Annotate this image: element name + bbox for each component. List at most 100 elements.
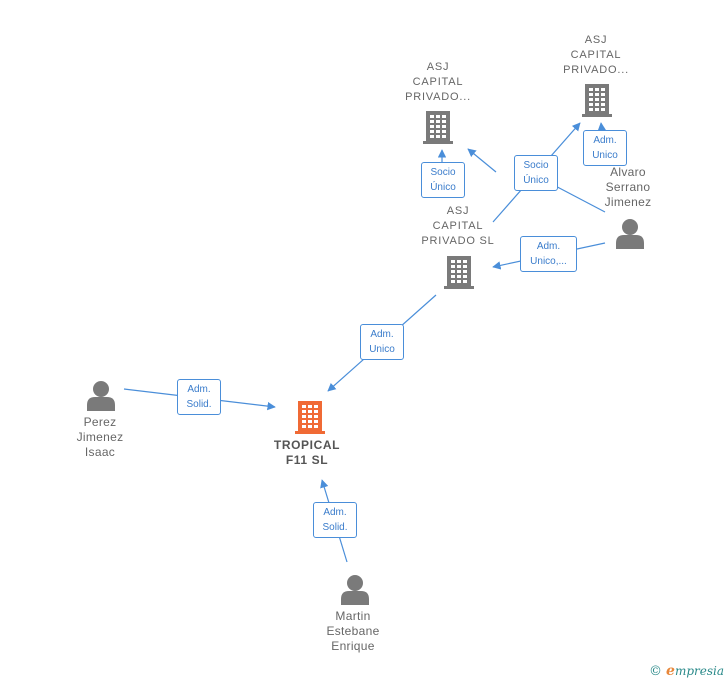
person-head: [347, 575, 363, 591]
node-asj-top-right-label[interactable]: ASJ CAPITAL PRIVADO...: [553, 33, 639, 78]
building-window: [595, 103, 599, 106]
brand-initial: e: [666, 663, 675, 679]
building-window: [308, 405, 312, 408]
edge-label-socio-unico-right[interactable]: Socio Único: [514, 155, 558, 191]
node-label-line: Enrique: [331, 639, 375, 653]
building-window: [442, 115, 446, 118]
building-window: [302, 415, 306, 418]
building-window: [302, 410, 306, 413]
node-martin-label[interactable]: Martin Estebane Enrique: [314, 609, 392, 654]
edge-label-line: Adm.: [593, 135, 617, 146]
building-window: [451, 280, 455, 283]
node-label-line: Perez: [83, 415, 117, 429]
building-window: [436, 115, 440, 118]
building-window: [451, 265, 455, 268]
building-window: [451, 275, 455, 278]
edge-label-socio-unico-left[interactable]: Socio Único: [421, 162, 465, 198]
building-window: [314, 410, 318, 413]
copyright-icon: ©: [649, 664, 663, 679]
building-window: [302, 405, 306, 408]
node-label-line: Alvaro: [610, 165, 646, 179]
building-icon-asj-top-left[interactable]: [423, 111, 453, 144]
node-label-line: CAPITAL: [570, 49, 622, 61]
building-window: [589, 88, 593, 91]
building-window: [463, 265, 467, 268]
building-window: [601, 88, 605, 91]
building-window: [589, 108, 593, 111]
node-label-line: F11 SL: [285, 453, 329, 467]
person-icon-perez[interactable]: [87, 381, 115, 411]
building-base: [582, 114, 612, 117]
building-window: [463, 260, 467, 263]
building-window: [308, 420, 312, 423]
node-label-line: PRIVADO...: [405, 91, 471, 103]
node-label-line: ASJ: [426, 61, 450, 73]
edge-label-line: Solid.: [186, 399, 212, 410]
building-window: [589, 103, 593, 106]
edge-asjmiddle-to-asjtopleft: [467, 148, 497, 173]
building-window: [430, 120, 434, 123]
node-label-line: ASJ: [584, 34, 608, 46]
edge-label-adm-unico-lower[interactable]: Adm. Unico: [360, 324, 404, 360]
building-window: [457, 270, 461, 273]
node-label-line: Estebane: [326, 624, 380, 638]
node-label-line: CAPITAL: [412, 76, 464, 88]
building-icon-asj-middle[interactable]: [444, 256, 474, 289]
building-window: [436, 125, 440, 128]
node-label-line: Jimenez: [76, 430, 124, 444]
building-window: [308, 415, 312, 418]
building-icon-asj-top-right[interactable]: [582, 84, 612, 117]
edge-label-adm-unico-middle[interactable]: Adm. Unico,...: [520, 236, 577, 272]
building-window: [457, 280, 461, 283]
person-icon-alvaro[interactable]: [616, 219, 644, 249]
building-window: [601, 93, 605, 96]
person-icon-martin[interactable]: [341, 575, 369, 605]
node-label-line: Jimenez: [604, 195, 652, 209]
node-label-line: ASJ: [446, 205, 470, 217]
building-window: [601, 103, 605, 106]
edge-label-line: Solid.: [322, 522, 348, 533]
building-base: [423, 141, 453, 144]
node-label-line: Martin: [335, 609, 371, 623]
edge-label-line: Adm.: [536, 241, 561, 252]
node-asj-top-left-label[interactable]: ASJ CAPITAL PRIVADO...: [395, 60, 481, 105]
edge-label-line: Unico: [369, 344, 395, 355]
node-label-line: Serrano: [605, 180, 651, 194]
building-window: [595, 108, 599, 111]
building-window: [589, 93, 593, 96]
building-window: [302, 420, 306, 423]
building-window: [595, 88, 599, 91]
building-window: [314, 405, 318, 408]
node-label-line: PRIVADO SL: [421, 235, 495, 247]
building-window: [589, 98, 593, 101]
building-window: [601, 108, 605, 111]
node-asj-middle-label[interactable]: ASJ CAPITAL PRIVADO SL: [412, 204, 504, 249]
edge-label-adm-solid-martin[interactable]: Adm. Solid.: [313, 502, 357, 538]
edge-label-adm-unico-top[interactable]: Adm. Unico: [583, 130, 627, 166]
node-tropical-label[interactable]: TROPICAL F11 SL: [262, 438, 352, 468]
building-window: [314, 425, 318, 428]
node-alvaro-label[interactable]: Alvaro Serrano Jimenez: [589, 165, 667, 210]
building-window: [595, 93, 599, 96]
building-window: [595, 98, 599, 101]
building-icon-tropical[interactable]: [295, 401, 325, 434]
building-window: [451, 270, 455, 273]
node-perez-label[interactable]: Perez Jimenez Isaac: [62, 415, 138, 460]
edge-label-line: Unico: [592, 150, 618, 161]
building-window: [463, 270, 467, 273]
edge-label-line: Adm.: [323, 507, 347, 518]
building-window: [308, 410, 312, 413]
building-window: [436, 120, 440, 123]
edge-label-adm-solid-perez[interactable]: Adm. Solid.: [177, 379, 221, 415]
person-head: [93, 381, 109, 397]
person-body: [341, 591, 369, 605]
building-window: [314, 415, 318, 418]
building-window: [302, 425, 306, 428]
building-window: [451, 260, 455, 263]
edge-label-line: Socio: [523, 160, 549, 171]
building-window: [430, 125, 434, 128]
building-window: [430, 130, 434, 133]
building-window: [601, 98, 605, 101]
empresia-logo[interactable]: ©empresia: [649, 663, 724, 679]
